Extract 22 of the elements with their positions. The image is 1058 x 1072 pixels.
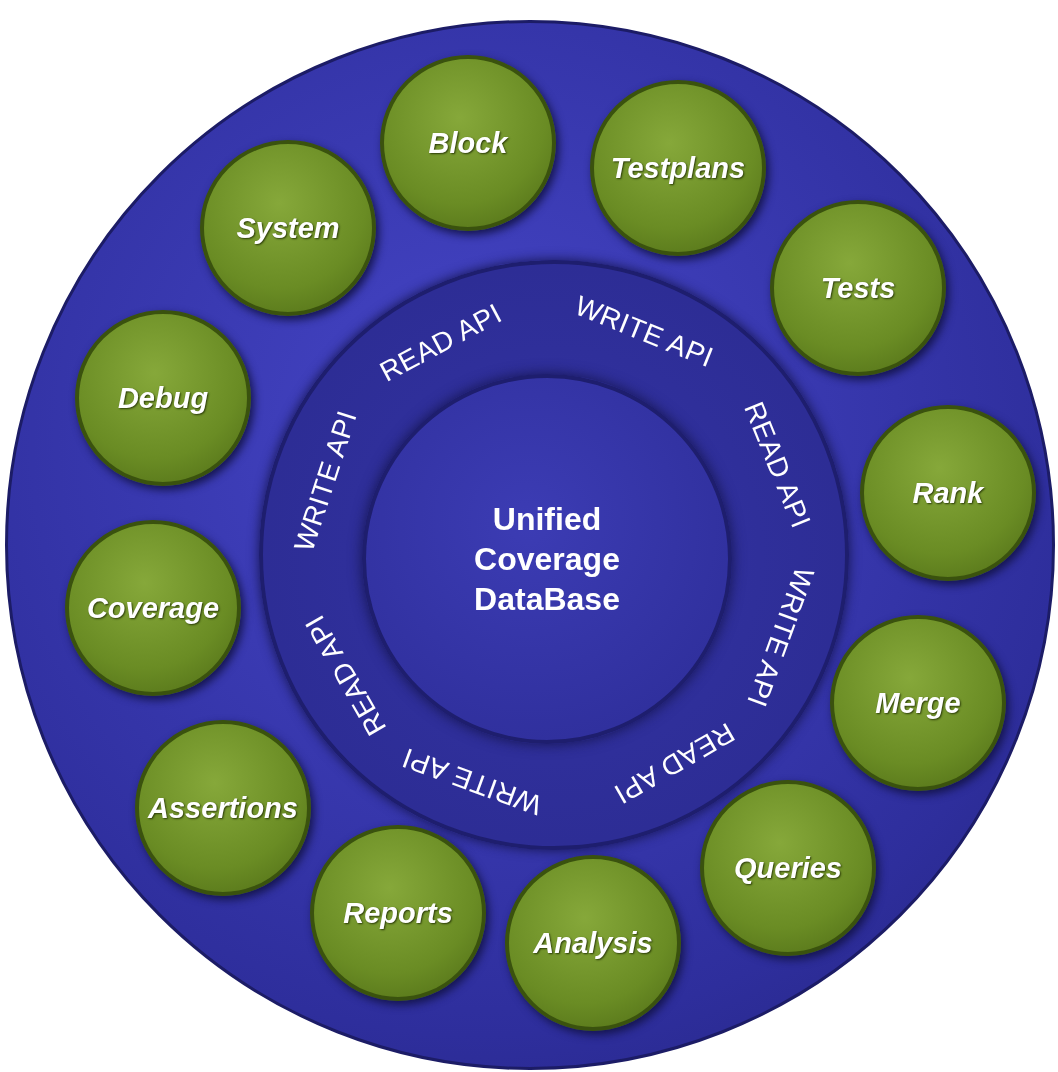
database-label: Unified Coverage DataBase: [473, 500, 621, 619]
module-circle: [310, 825, 486, 1001]
module-circle: [380, 55, 556, 231]
module-circle: [770, 200, 946, 376]
module-label: System: [236, 211, 340, 245]
module-label: Analysis: [533, 926, 653, 960]
module-circle: [860, 405, 1036, 581]
module-circle: [505, 855, 681, 1031]
module-label: Debug: [117, 381, 209, 415]
module-label: Block: [428, 126, 508, 160]
module-label: Queries: [734, 851, 842, 885]
module-label: Reports: [343, 896, 453, 930]
module-label: Merge: [875, 686, 961, 720]
module-label: Tests: [820, 271, 896, 305]
module-label: Coverage: [86, 591, 220, 625]
module-label: Rank: [912, 476, 984, 510]
module-label: Assertions: [148, 791, 298, 825]
module-circle: [700, 780, 876, 956]
module-label: Testplans: [610, 151, 746, 185]
api-label: READ API: [736, 397, 817, 533]
module-circle: [830, 615, 1006, 791]
api-label: WRITE API: [287, 406, 364, 556]
